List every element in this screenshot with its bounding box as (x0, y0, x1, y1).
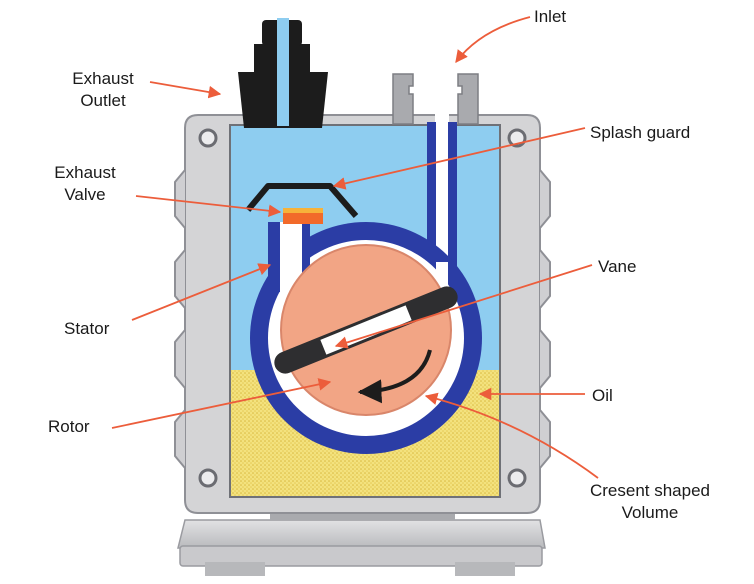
label-exhaust-valve: Exhaust Valve (54, 163, 116, 204)
stator-arrow-icon (131, 263, 272, 321)
rotation-arrow-icon (357, 349, 432, 404)
exhaust-valve (283, 212, 323, 224)
bolt-icon (507, 468, 527, 488)
label-splash-guard: Splash guard (590, 123, 691, 142)
inlet-arrow-icon (455, 16, 531, 64)
rotor-arrow-icon (111, 378, 332, 429)
splash-guard (245, 183, 359, 218)
bolt-icon (198, 128, 218, 148)
label-rotor: Rotor (48, 417, 90, 436)
splash-guard-arrow-icon (332, 127, 586, 190)
label-vane: Vane (598, 257, 637, 276)
callout-arrows (111, 16, 599, 479)
label-crescent-volume: Cresent shaped Volume (589, 481, 711, 522)
label-exhaust-outlet: Exhaust Outlet (72, 69, 134, 110)
vane-arrow-icon (334, 264, 593, 349)
bolt-icon (198, 468, 218, 488)
crescent-volume-arrow-icon (424, 392, 599, 479)
label-stator: Stator (64, 319, 110, 338)
label-inlet: Inlet (534, 7, 567, 26)
exhaust-valve-arrow-icon (135, 195, 282, 218)
exhaust-outlet-fitting (238, 18, 328, 128)
label-oil: Oil (592, 386, 613, 405)
exhaust-outlet-arrow-icon (149, 81, 222, 99)
